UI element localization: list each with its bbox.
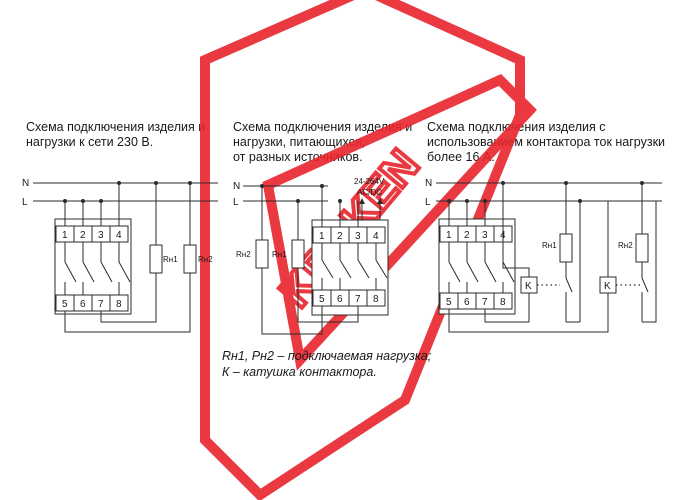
load-label: Rн1	[542, 241, 557, 250]
load-label: Rн1	[163, 255, 178, 264]
bus-label-n: N	[22, 178, 29, 189]
bus-label-l: L	[425, 197, 431, 208]
terminal-label: 2	[337, 231, 343, 242]
terminal-label: 6	[337, 294, 343, 305]
load-label: Rн2	[618, 241, 633, 250]
load-resistor-1	[559, 233, 573, 263]
caption-line: нагрузки к сети 230 В.	[26, 135, 154, 149]
load-resistor-2	[635, 233, 649, 263]
junction-dot	[447, 199, 451, 203]
terminal-label: 7	[98, 299, 104, 310]
terminal-label: 3	[355, 231, 361, 242]
legend: Rн1, Рн2 – подключаемая нагрузка; К – ка…	[222, 348, 431, 380]
bus-label-n: N	[425, 178, 432, 189]
load-wires	[261, 186, 359, 335]
terminal-label: 8	[116, 299, 122, 310]
junction-dot	[99, 199, 103, 203]
coil-label: K	[525, 281, 532, 292]
load-resistor-1	[291, 239, 305, 269]
caption-scheme-2: Схема подключения изделия и нагрузки, пи…	[233, 120, 412, 165]
load-resistor-2	[183, 244, 197, 274]
load-label: Rн2	[236, 250, 251, 259]
terminal-label: 2	[80, 230, 86, 241]
terminal-label: 1	[319, 231, 325, 242]
terminal-label: 8	[500, 297, 506, 308]
terminal-label: 6	[80, 299, 86, 310]
load-label: Rн1	[272, 250, 287, 259]
caption-line: Схема подключения изделия и	[233, 120, 413, 134]
caption-line: Схема подключения изделия и	[26, 120, 206, 134]
contactor-contact-2	[641, 270, 649, 322]
supply-label: 24-264V	[354, 177, 385, 186]
load-wires	[64, 183, 191, 333]
terminal-label: 2	[464, 230, 470, 241]
terminal-label: 1	[62, 230, 68, 241]
bus-label-l: L	[22, 197, 28, 208]
caption-scheme-1: Схема подключения изделия и нагрузки к с…	[26, 120, 205, 150]
terminal-label: 3	[482, 230, 488, 241]
relay-contacts	[321, 243, 388, 290]
coil-label: K	[604, 281, 611, 292]
caption-line: использованием контактора ток нагрузки	[427, 135, 666, 149]
bus-label-l: L	[233, 197, 239, 208]
junction-dot	[338, 199, 342, 203]
junction-dot	[320, 184, 324, 188]
terminal-label: 4	[373, 231, 379, 242]
junction-dot	[483, 199, 487, 203]
junction-dot	[117, 181, 121, 185]
scheme-2: N L 24-264V AC/DC 1 2 3 4 5 6 7 8 Rн2 Rн	[233, 177, 389, 335]
junction-dot	[81, 199, 85, 203]
load-label: Rн2	[198, 255, 213, 264]
supply-wires	[448, 183, 504, 226]
supply-wires	[321, 186, 359, 227]
terminal-label: 6	[464, 297, 470, 308]
junction-dot	[63, 199, 67, 203]
terminal-label: 1	[446, 230, 452, 241]
terminal-label: 4	[116, 230, 122, 241]
relay-contacts	[64, 242, 131, 295]
terminal-label: 8	[373, 294, 379, 305]
arrow-icon	[359, 198, 383, 204]
terminal-label: 7	[482, 297, 488, 308]
junction-dot	[501, 181, 505, 185]
legend-line: Rн1, Рн2 – подключаемая нагрузка;	[222, 349, 432, 363]
scheme-1: N L 1 2 3 4 5 6 7 8 Rн1	[22, 178, 218, 333]
terminal-label: 5	[446, 297, 452, 308]
terminal-label: 5	[319, 294, 325, 305]
terminal-label: 5	[62, 299, 68, 310]
contactor-contact-1	[565, 270, 573, 322]
bus-label-n: N	[233, 181, 240, 192]
load-resistor-1	[149, 244, 163, 274]
watermark-frame-inner	[262, 74, 537, 371]
terminal-label: 7	[355, 294, 361, 305]
supply-label: AC/DC	[357, 188, 382, 197]
scheme-3: N L 1 2 3 4 5 6 7 8 K K	[425, 178, 662, 333]
caption-line: нагрузки, питающихся,	[233, 135, 366, 149]
contactor-wires	[448, 183, 657, 333]
load-resistor-2	[255, 239, 269, 269]
junction-dot	[465, 199, 469, 203]
terminal-label: 3	[98, 230, 104, 241]
supply-wires	[64, 183, 120, 226]
legend-line: К – катушка контактора.	[222, 365, 377, 379]
